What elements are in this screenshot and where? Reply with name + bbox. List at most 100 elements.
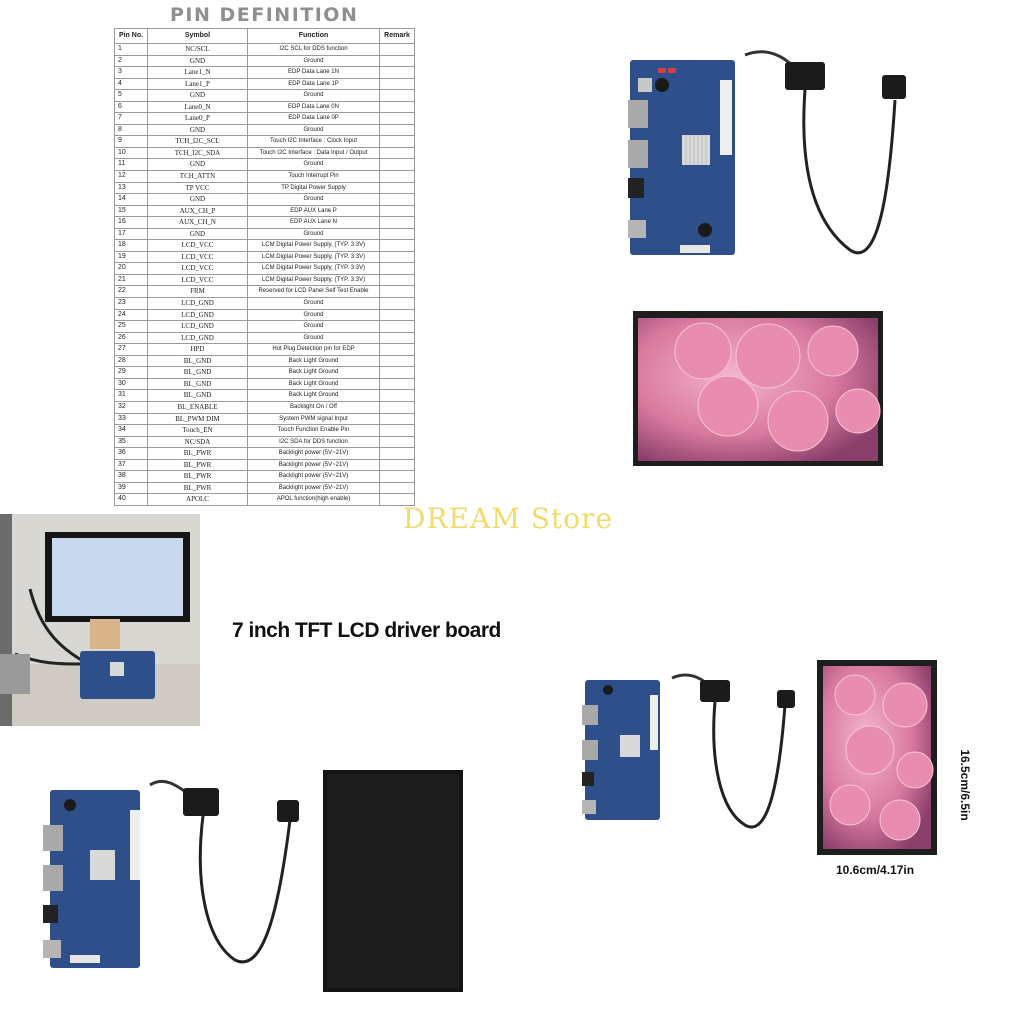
header-pin-no: Pin No.	[114, 28, 148, 44]
pin-remark-cell	[379, 389, 415, 402]
pin-remark-cell	[379, 135, 415, 148]
pin-number-cell: 36	[114, 447, 148, 460]
pin-function-cell: EDP Data Lane 0N	[247, 100, 380, 114]
pin-number-cell: 35	[114, 435, 148, 449]
pin-function-cell: Touch I2C Interface : Clock Input	[247, 135, 380, 148]
pin-number-cell: 18	[114, 239, 148, 252]
pin-remark-cell	[379, 43, 415, 56]
pin-remark-cell	[379, 424, 415, 437]
pin-symbol-cell: LCD_VCC	[147, 262, 248, 275]
pin-symbol-cell: LCD_VCC	[147, 250, 248, 264]
pin-number-cell: 39	[114, 481, 148, 495]
pin-number-cell: 13	[114, 181, 148, 195]
pin-remark-cell	[379, 354, 415, 368]
pin-symbol-cell: APOLC	[147, 493, 248, 506]
pin-symbol-cell: HPD	[147, 343, 248, 356]
pin-remark-cell	[379, 366, 415, 379]
pin-function-cell: Back Light Ground	[247, 354, 380, 368]
pin-function-cell: TP Digital Power Supply	[247, 181, 380, 195]
pin-function-cell: Touch I2C Interface : Data Input / Outpu…	[247, 146, 380, 160]
pin-function-cell: Ground	[247, 54, 380, 68]
pin-symbol-cell: BL_ENABLE	[147, 400, 248, 414]
pin-remark-cell	[379, 250, 415, 264]
pin-function-cell: Hot Plug Detection pin for EDP	[247, 343, 380, 356]
pin-symbol-cell: AUX_CH_P	[147, 204, 248, 218]
pin-function-cell: EDP AUX Lane N	[247, 216, 380, 229]
pin-remark-cell	[379, 273, 415, 287]
pin-remark-cell	[379, 343, 415, 356]
pin-number-cell: 27	[114, 343, 148, 356]
pin-symbol-cell: NC/SDA	[147, 435, 248, 449]
pin-remark-cell	[379, 146, 415, 160]
pin-number-cell: 6	[114, 100, 148, 114]
pin-number-cell: 10	[114, 146, 148, 160]
pin-remark-cell	[379, 297, 415, 310]
pin-remark-cell	[379, 227, 415, 241]
board-cable-screen-back-photo	[43, 770, 463, 992]
driver-board	[628, 60, 735, 255]
pin-number-cell: 3	[114, 66, 148, 79]
pin-function-cell: Back Light Ground	[247, 389, 380, 402]
pin-number-cell: 9	[114, 135, 148, 148]
pin-remark-cell	[379, 100, 415, 114]
pin-number-cell: 21	[114, 273, 148, 287]
pin-symbol-cell: TCH_ATTN	[147, 170, 248, 183]
pin-function-cell: Ground	[247, 158, 380, 171]
pin-number-cell: 40	[114, 493, 148, 506]
pin-number-cell: 32	[114, 400, 148, 414]
pin-symbol-cell: Lane1_N	[147, 66, 248, 79]
pin-remark-cell	[379, 158, 415, 171]
pin-number-cell: 23	[114, 297, 148, 310]
pin-number-cell: 16	[114, 216, 148, 229]
pin-function-cell: Ground	[247, 193, 380, 206]
pin-symbol-cell: LCD_GND	[147, 308, 248, 322]
pin-symbol-cell: LCD_GND	[147, 297, 248, 310]
pin-function-cell: Backlight power (5V~21V)	[247, 481, 380, 495]
usage-photo	[0, 514, 200, 726]
pin-function-cell: I2C SCL for DDS function	[247, 43, 380, 56]
pin-symbol-cell: GND	[147, 123, 248, 137]
pin-remark-cell	[379, 112, 415, 125]
pin-symbol-cell: GND	[147, 193, 248, 206]
pin-function-cell: EDP Data Lane 1N	[247, 66, 380, 79]
header-function: Function	[247, 28, 380, 44]
pin-symbol-cell: Lane1_P	[147, 77, 248, 91]
lcd-screen-back	[323, 770, 463, 992]
pin-remark-cell	[379, 170, 415, 183]
pin-symbol-cell: Lane0_P	[147, 112, 248, 125]
pin-remark-cell	[379, 193, 415, 206]
edp-cable-bottom	[149, 779, 299, 964]
pin-number-cell: 38	[114, 470, 148, 483]
pin-function-cell: Ground	[247, 308, 380, 322]
pin-remark-cell	[379, 123, 415, 137]
pin-symbol-cell: TP VCC	[147, 181, 248, 195]
pin-function-cell: Touch Interrupt Pin	[247, 170, 380, 183]
pin-number-cell: 37	[114, 458, 148, 472]
pin-number-cell: 1	[114, 43, 148, 56]
pin-number-cell: 20	[114, 262, 148, 275]
pin-number-cell: 31	[114, 389, 148, 402]
pin-function-cell: Backlight power (5V~21V)	[247, 458, 380, 472]
pin-function-cell: LCM Digital Power Supply, (TYP. 3.3V)	[247, 262, 380, 275]
header-symbol: Symbol	[147, 28, 248, 44]
pin-symbol-cell: AUX_CH_N	[147, 216, 248, 229]
pin-function-cell: Touch Function Enable Pin	[247, 424, 380, 437]
pin-symbol-cell: LCD_VCC	[147, 239, 248, 252]
